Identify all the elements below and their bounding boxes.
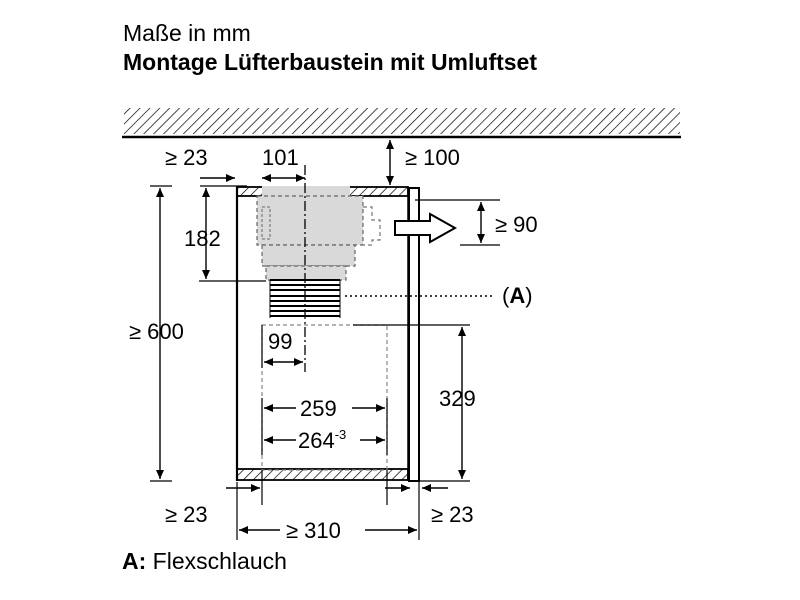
dim-fan-width: 101: [262, 145, 299, 170]
dim-cabinet-width: ≥ 310: [286, 518, 341, 543]
dim-inner-width-a: 259: [300, 396, 337, 421]
dim-outlet-height: ≥ 90: [495, 212, 538, 237]
filter-box: [261, 324, 388, 471]
dimension-lines: [156, 140, 495, 534]
dim-ceiling-gap: ≥ 100: [405, 145, 460, 170]
dim-fan-height: 182: [184, 226, 221, 251]
ceiling: [118, 104, 686, 139]
callout-a-letter: A: [509, 283, 525, 308]
dim-hose-offset: 99: [268, 329, 292, 354]
callout-a: (A): [502, 283, 533, 308]
dim-inner-width-b-value: 264: [298, 428, 335, 453]
dim-inner-width-b-tolerance: -3: [335, 427, 347, 442]
legend: A: Flexschlauch: [122, 547, 287, 575]
dim-side-gap-bottom-right: ≥ 23: [431, 502, 474, 527]
air-outlet-arrow-icon: [394, 212, 458, 244]
drawing-title: Montage Lüfterbaustein mit Umluftset: [123, 49, 538, 75]
legend-text: Flexschlauch: [152, 548, 287, 574]
dim-cabinet-height: ≥ 600: [129, 319, 184, 344]
extension-lines: [150, 185, 500, 540]
dim-lower-height: 329: [439, 386, 476, 411]
fan-unit: [256, 186, 381, 281]
legend-key: A:: [122, 548, 147, 574]
units-caption: Maße in mm: [123, 20, 251, 46]
dim-side-gap-bottom-left: ≥ 23: [165, 502, 208, 527]
dim-inner-width-b: 264-3: [298, 427, 346, 453]
dim-side-gap-top: ≥ 23: [165, 145, 208, 170]
